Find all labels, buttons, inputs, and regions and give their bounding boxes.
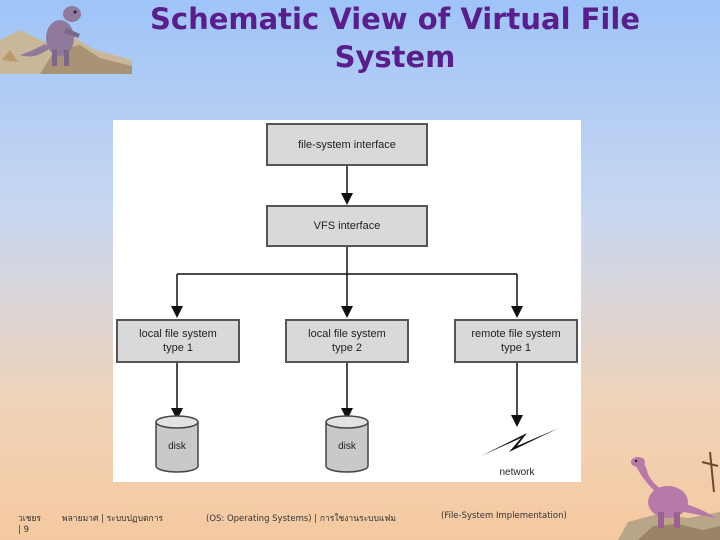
file-system-interface-box: file-system interface: [266, 123, 428, 166]
vfs-interface-label: VFS interface: [314, 219, 381, 233]
footer-chapter: (File-System Implementation): [441, 511, 567, 521]
vfs-schematic-diagram: file-system interface VFS interface loca…: [113, 120, 581, 482]
vfs-interface-box: VFS interface: [266, 205, 428, 247]
footer-author: วเชยร: [18, 511, 41, 525]
slide-title-line-1: Schematic View of Virtual File: [130, 0, 660, 38]
dinosaur-illustration-top-left: [0, 0, 132, 74]
footer-course: พลายมาศ | ระบบปฏบตการ: [62, 511, 163, 525]
slide-title-line-2: System: [130, 38, 660, 76]
diagram-connectors: [113, 120, 581, 482]
fs2-line2-label: type 2: [332, 341, 362, 355]
dinosaur-illustration-bottom-right: [618, 452, 720, 540]
network-label: network: [487, 467, 547, 478]
fs3-line1-label: remote file system: [471, 327, 560, 341]
network-lightning-icon: [481, 428, 559, 456]
footer-page-number: | 9: [18, 525, 29, 535]
local-fs-type1-box: local file system type 1: [116, 319, 240, 363]
local-fs-type2-box: local file system type 2: [285, 319, 409, 363]
fs1-line2-label: type 1: [163, 341, 193, 355]
fs1-line1-label: local file system: [139, 327, 217, 341]
remote-fs-type1-box: remote file system type 1: [454, 319, 578, 363]
fs2-line1-label: local file system: [308, 327, 386, 341]
footer-topic: (OS: Operating Systems) | การใชงานระบบแฟ…: [206, 511, 396, 525]
file-system-interface-label: file-system interface: [298, 138, 396, 152]
disk-2-label: disk: [327, 441, 367, 452]
fs3-line2-label: type 1: [501, 341, 531, 355]
slide-title: Schematic View of Virtual File System: [130, 0, 660, 76]
disk-1-label: disk: [157, 441, 197, 452]
